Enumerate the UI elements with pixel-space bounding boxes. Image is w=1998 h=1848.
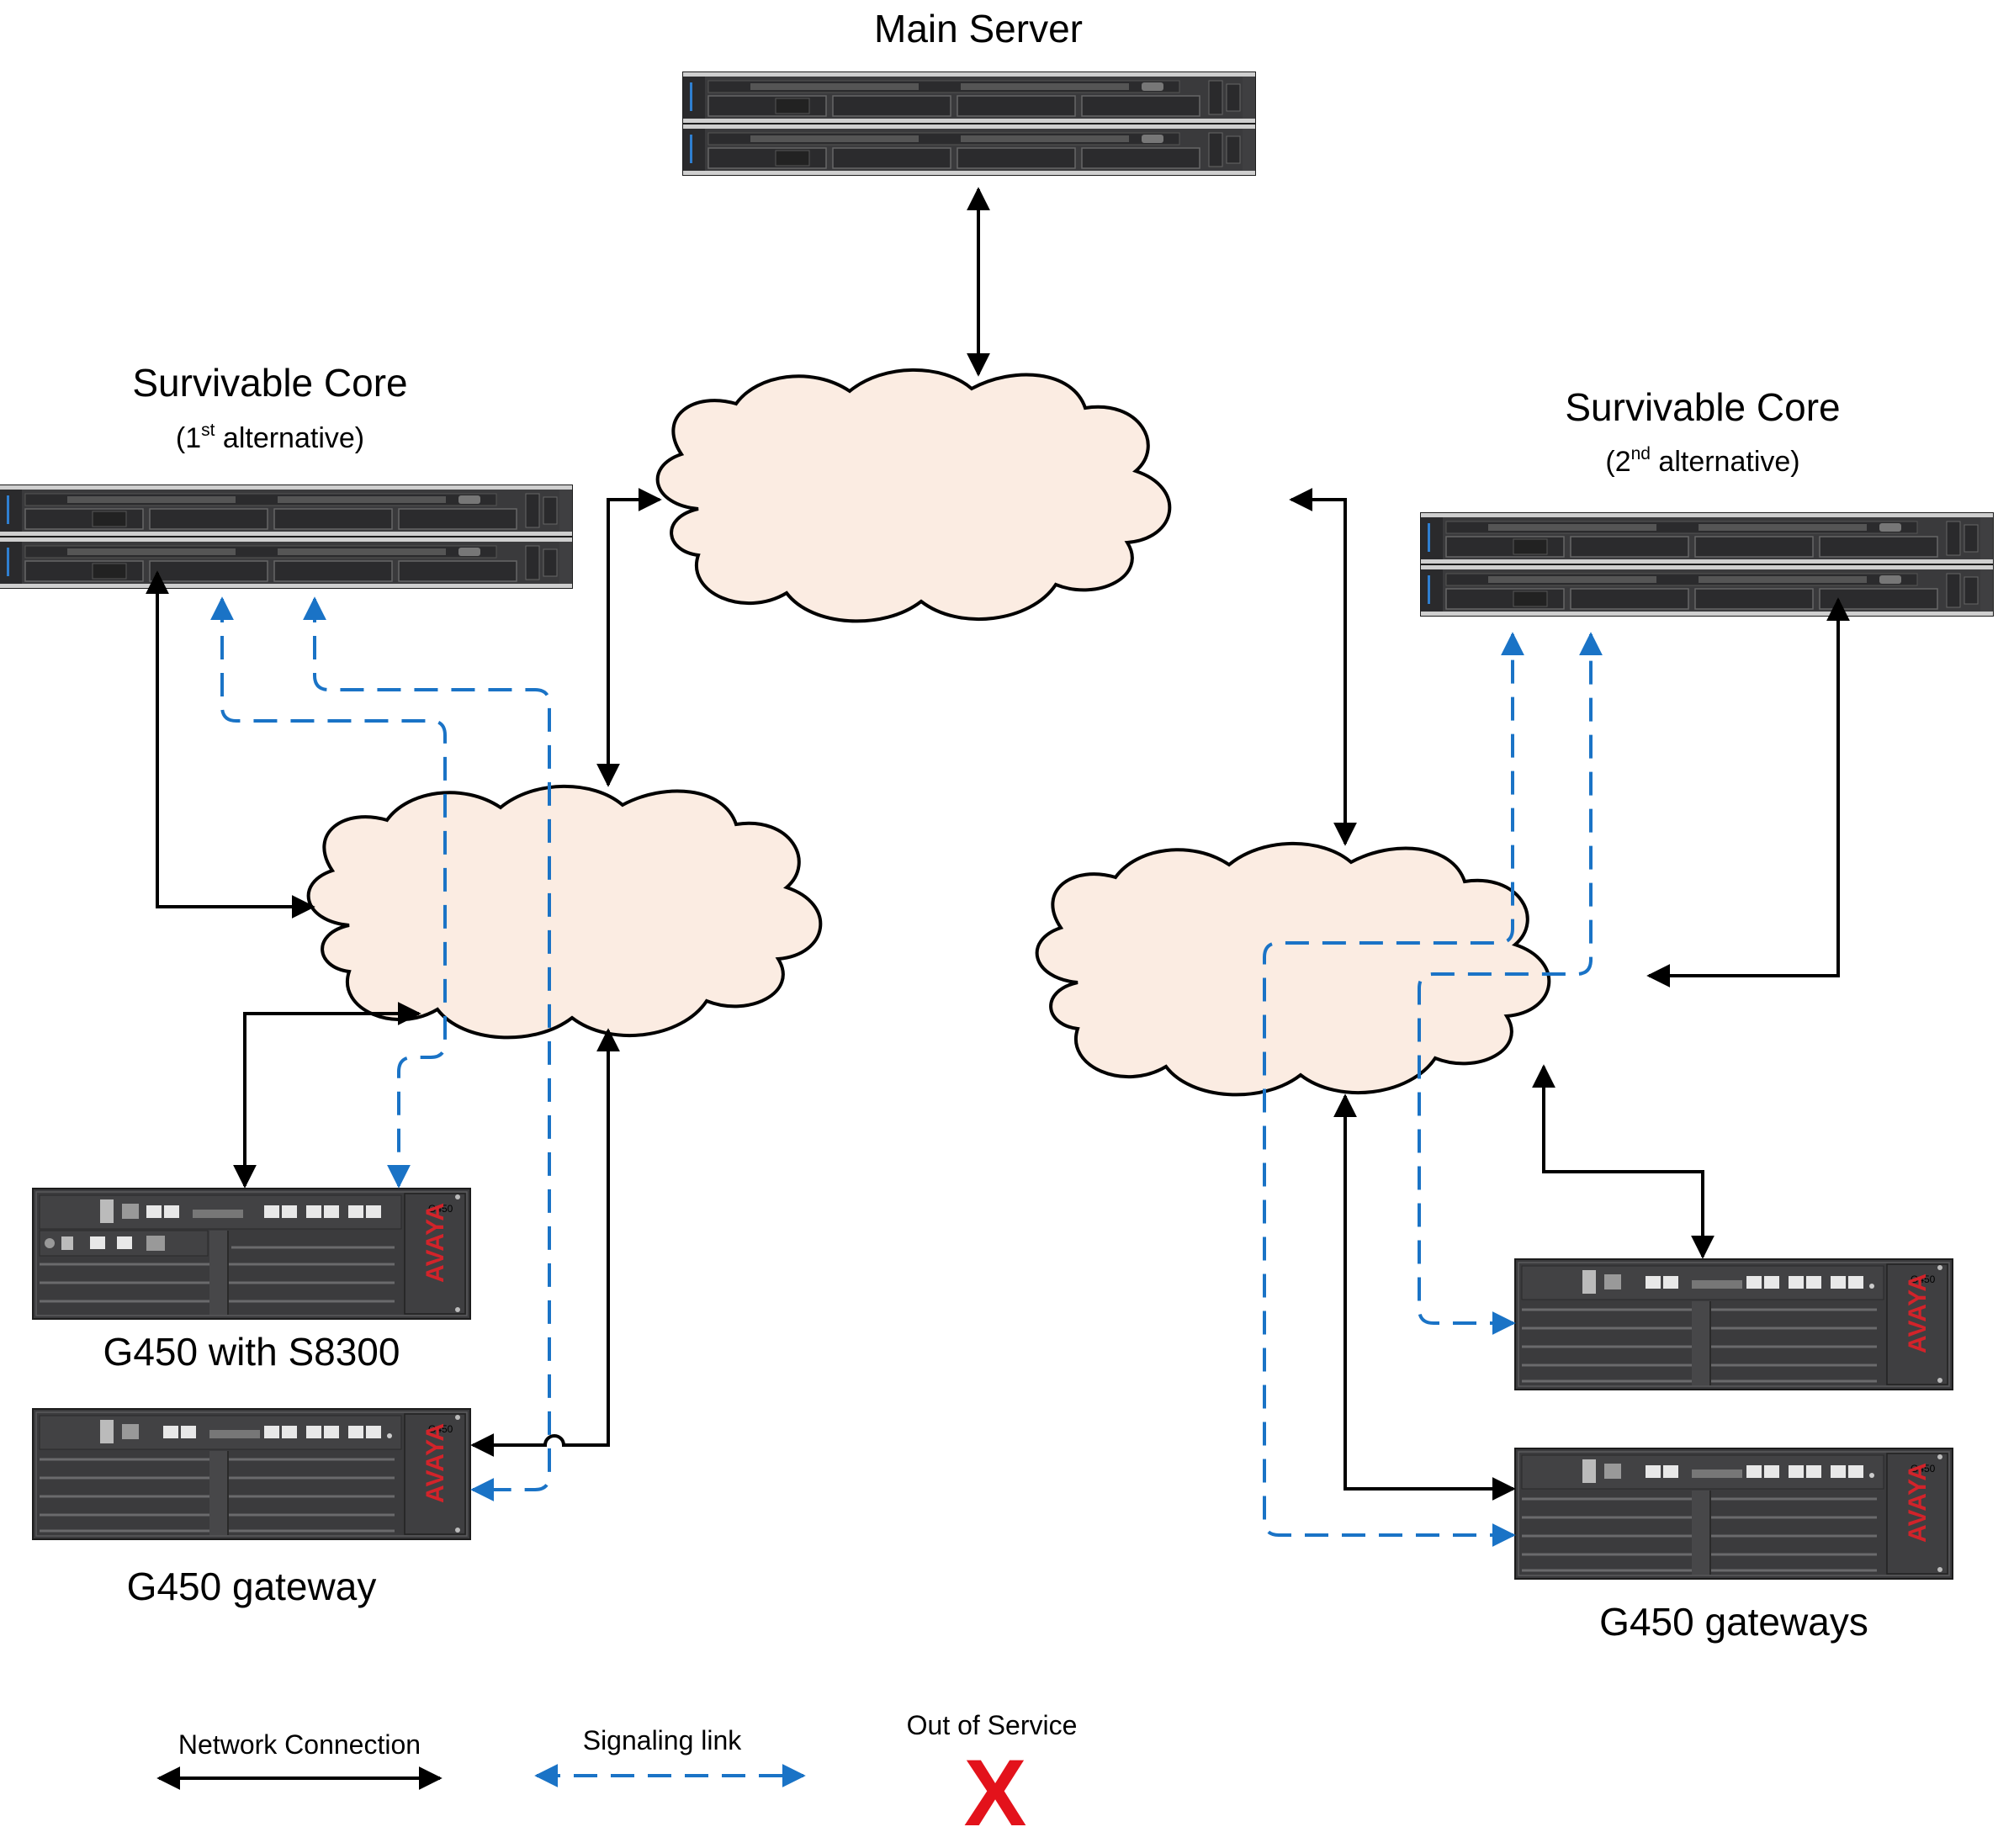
core1-title: Survivable Core <box>132 361 407 405</box>
link-top-cloud-to-left-cloud <box>596 488 662 787</box>
avaya-logo: AVAYA <box>1904 1463 1932 1543</box>
avaya-logo: AVAYA <box>421 1203 449 1283</box>
signal-core2-to-gateway-1 <box>1418 632 1603 1335</box>
survivable-core-2 <box>1420 512 1994 617</box>
link-left-cloud-to-g450-gateway <box>470 1028 620 1457</box>
survivable-core-1 <box>0 485 573 589</box>
g450-s8300-label: G450 with S8300 <box>103 1330 400 1374</box>
core2-title: Survivable Core <box>1565 385 1840 429</box>
core2-paren-rest: alternative) <box>1651 446 1800 478</box>
g450-gateways-label: G450 gateways <box>1599 1600 1868 1644</box>
g450-with-s8300: G450 AVAYA <box>31 1187 472 1321</box>
g450-gateway-label: G450 gateway <box>127 1565 377 1608</box>
link-top-cloud-to-right-cloud <box>1289 488 1357 846</box>
link-core2-to-right-cloud <box>1646 597 1850 988</box>
g450-gateway-right-2: G450 AVAYA <box>1513 1447 1954 1581</box>
main-server <box>682 71 1256 176</box>
core1-sup: st <box>201 421 215 440</box>
core2-paren-open: (2 <box>1605 446 1630 478</box>
legend: Network Connection Signaling link Out of… <box>156 1710 1078 1845</box>
avaya-logo: AVAYA <box>421 1423 449 1503</box>
link-right-cloud-to-gateway-1 <box>1532 1064 1714 1259</box>
out-of-service-x-icon: X <box>964 1740 1027 1845</box>
core2-subtitle: (2nd alternative) <box>1605 444 1799 478</box>
legend-out-of-service-label: Out of Service <box>907 1710 1078 1740</box>
core1-subtitle: (1st alternative) <box>176 421 364 454</box>
link-left-cloud-to-g450-s8300 <box>233 1002 421 1189</box>
link-core1-to-left-cloud <box>146 570 315 919</box>
cloud-wan-top <box>655 368 1172 623</box>
link-right-cloud-to-gateway-2 <box>1333 1093 1516 1501</box>
cloud-region-right <box>1035 841 1551 1097</box>
core1-paren-rest: alternative) <box>215 422 364 454</box>
cloud-region-left <box>306 784 823 1040</box>
device-model-label: G450 <box>1911 1463 1936 1475</box>
legend-network-label: Network Connection <box>178 1729 421 1760</box>
main-server-label: Main Server <box>874 7 1083 50</box>
device-model-label: G450 <box>1911 1273 1936 1285</box>
g450-gateway-right-1: G450 AVAYA <box>1513 1258 1954 1391</box>
core1-paren-open: (1 <box>176 422 201 454</box>
legend-signaling-label: Signaling link <box>583 1725 743 1755</box>
g450-gateway-left: G450 AVAYA <box>31 1407 472 1541</box>
signaling-links <box>210 596 1603 1547</box>
signal-core1-to-g450-gateway <box>303 596 551 1501</box>
avaya-logo: AVAYA <box>1904 1273 1932 1353</box>
core2-sup: nd <box>1631 444 1651 463</box>
